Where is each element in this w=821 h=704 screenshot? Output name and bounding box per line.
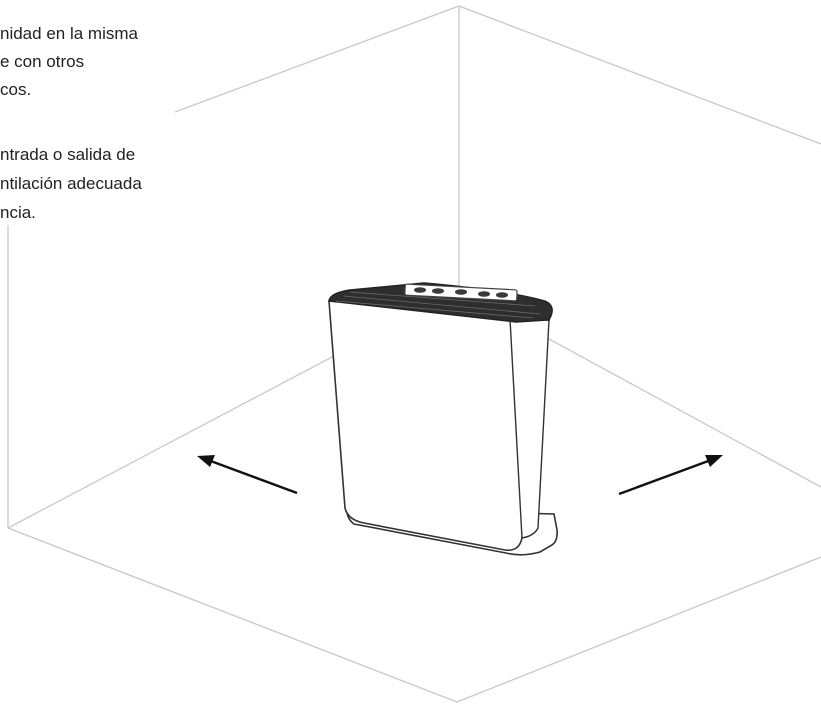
floor-front-right-line <box>456 556 821 703</box>
instruction-1-line-1: nidad en la misma <box>0 24 138 43</box>
back-wall-top-right-line <box>458 5 821 145</box>
device-body <box>328 300 550 552</box>
arrow-left-up-icon <box>197 455 298 495</box>
air-purifier-icon <box>328 282 558 556</box>
instruction-1-line-3: cos. <box>0 80 32 99</box>
clearance-arrows <box>197 455 723 496</box>
control-button-icon <box>455 289 467 295</box>
instruction-2-line-2: ntilación adecuada <box>0 174 142 193</box>
control-button-icon <box>432 288 444 294</box>
grille-texture <box>335 291 541 319</box>
floor-front-left-line <box>7 527 458 703</box>
instruction-1-line-2: e con otros <box>0 52 85 71</box>
device-side-panel <box>509 318 550 539</box>
back-wall-top-left-line <box>174 5 460 113</box>
control-button-icon <box>496 292 508 298</box>
control-buttons <box>414 287 508 298</box>
instruction-2-line-1: ntrada o salida de <box>0 145 136 164</box>
control-button-icon <box>414 287 426 293</box>
arrow-right-up-icon <box>618 455 723 496</box>
control-button-icon <box>478 291 490 297</box>
instruction-2-line-3: ncia. <box>0 203 36 222</box>
